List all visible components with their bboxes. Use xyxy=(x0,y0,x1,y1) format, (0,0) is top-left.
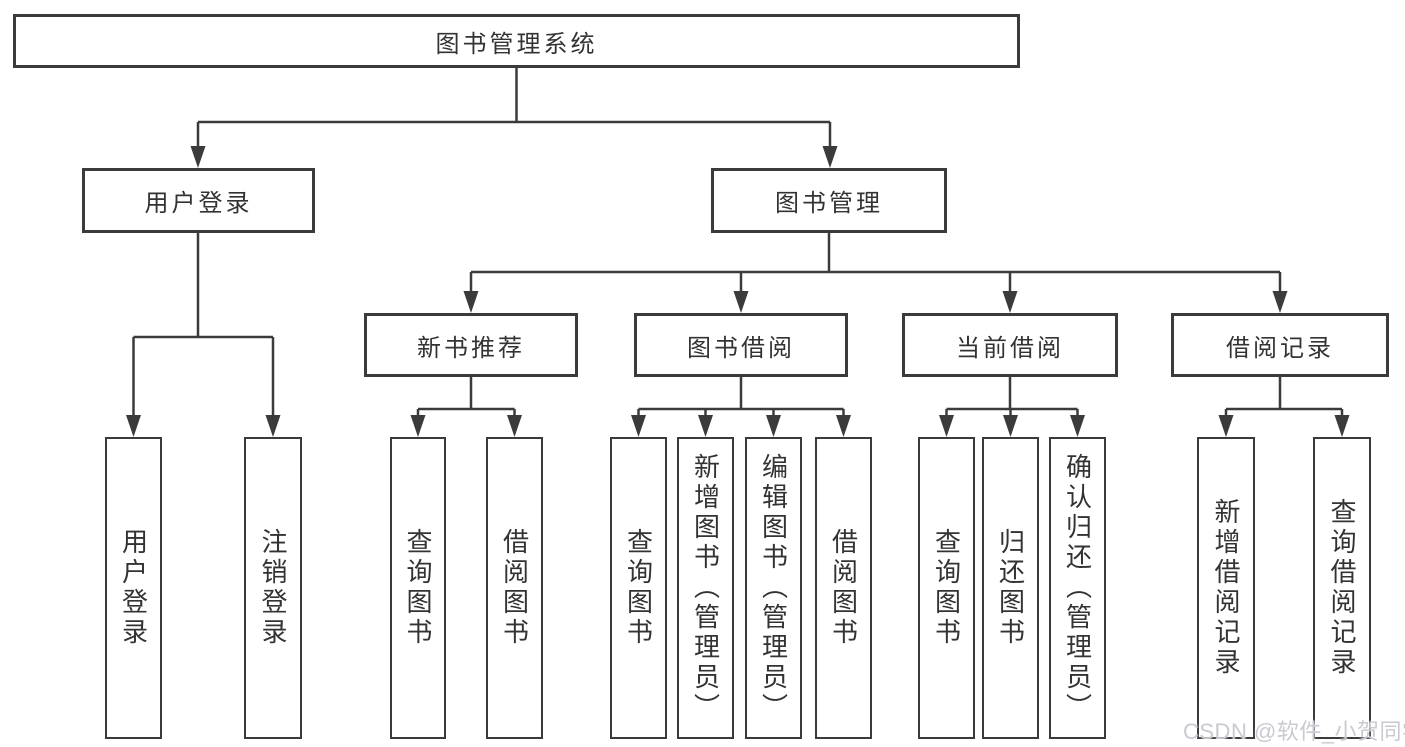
node-label: 图书管理系统 xyxy=(435,30,598,58)
node-label: 用户登录 xyxy=(118,528,149,648)
leaf-confirm-return-admin: 确认归还（管理员） xyxy=(1049,437,1106,739)
node-label: 查询图书 xyxy=(931,528,962,648)
node-label: 新增借阅记录 xyxy=(1211,498,1241,678)
leaf-borrow-books: 借阅图书 xyxy=(815,437,872,739)
leaf-borrow-books-recommend: 借阅图书 xyxy=(486,437,543,739)
node-label: 借阅图书 xyxy=(499,528,530,648)
node-book-management: 图书管理 xyxy=(711,168,947,233)
connector-new-book-children xyxy=(410,377,522,437)
leaf-logout: 注销登录 xyxy=(244,437,302,739)
node-label: 新增图书（管理员） xyxy=(690,453,721,723)
leaf-add-borrow-record: 新增借阅记录 xyxy=(1197,437,1255,739)
node-label: 新书推荐 xyxy=(417,334,525,362)
node-user-login: 用户登录 xyxy=(82,168,315,233)
connector-borrow-records-children xyxy=(1218,377,1350,437)
node-label: 借阅图书 xyxy=(828,528,859,648)
leaf-query-books-borrow: 查询图书 xyxy=(610,437,667,739)
node-new-book-recommendation: 新书推荐 xyxy=(364,313,578,377)
leaf-query-books-recommend: 查询图书 xyxy=(390,437,446,739)
leaf-query-books-current: 查询图书 xyxy=(918,437,975,739)
node-label: 确认归还（管理员） xyxy=(1062,453,1093,723)
connector-book-borrow-children xyxy=(631,377,851,437)
leaf-add-book-admin: 新增图书（管理员） xyxy=(677,437,734,739)
node-label: 用户登录 xyxy=(144,190,253,217)
node-label: 查询图书 xyxy=(623,528,654,648)
node-label: 编辑图书（管理员） xyxy=(758,453,789,723)
node-label: 当前借阅 xyxy=(956,334,1064,362)
node-label: 查询借阅记录 xyxy=(1327,498,1357,678)
node-label: 归还图书 xyxy=(995,528,1026,648)
node-label: 图书借阅 xyxy=(687,334,795,362)
connector-current-borrow-children xyxy=(939,377,1085,437)
csdn-watermark: CSDN @软件_小贺同学 xyxy=(1183,719,1405,744)
connector-root-to-level2 xyxy=(190,68,838,168)
leaf-query-borrow-record: 查询借阅记录 xyxy=(1313,437,1371,739)
leaf-user-login: 用户登录 xyxy=(105,437,162,739)
node-label: 注销登录 xyxy=(258,528,288,648)
connector-book-mgmt-children xyxy=(463,233,1288,313)
node-current-borrowing: 当前借阅 xyxy=(902,313,1118,377)
connector-user-login-children xyxy=(126,233,281,437)
node-book-borrowing: 图书借阅 xyxy=(634,313,848,377)
node-borrowing-records: 借阅记录 xyxy=(1171,313,1389,377)
node-root-library-system: 图书管理系统 xyxy=(13,14,1020,68)
node-label: 借阅记录 xyxy=(1226,334,1334,362)
leaf-return-book: 归还图书 xyxy=(982,437,1039,739)
node-label: 查询图书 xyxy=(403,528,433,648)
node-label: 图书管理 xyxy=(775,190,883,217)
leaf-edit-book-admin: 编辑图书（管理员） xyxy=(745,437,802,739)
